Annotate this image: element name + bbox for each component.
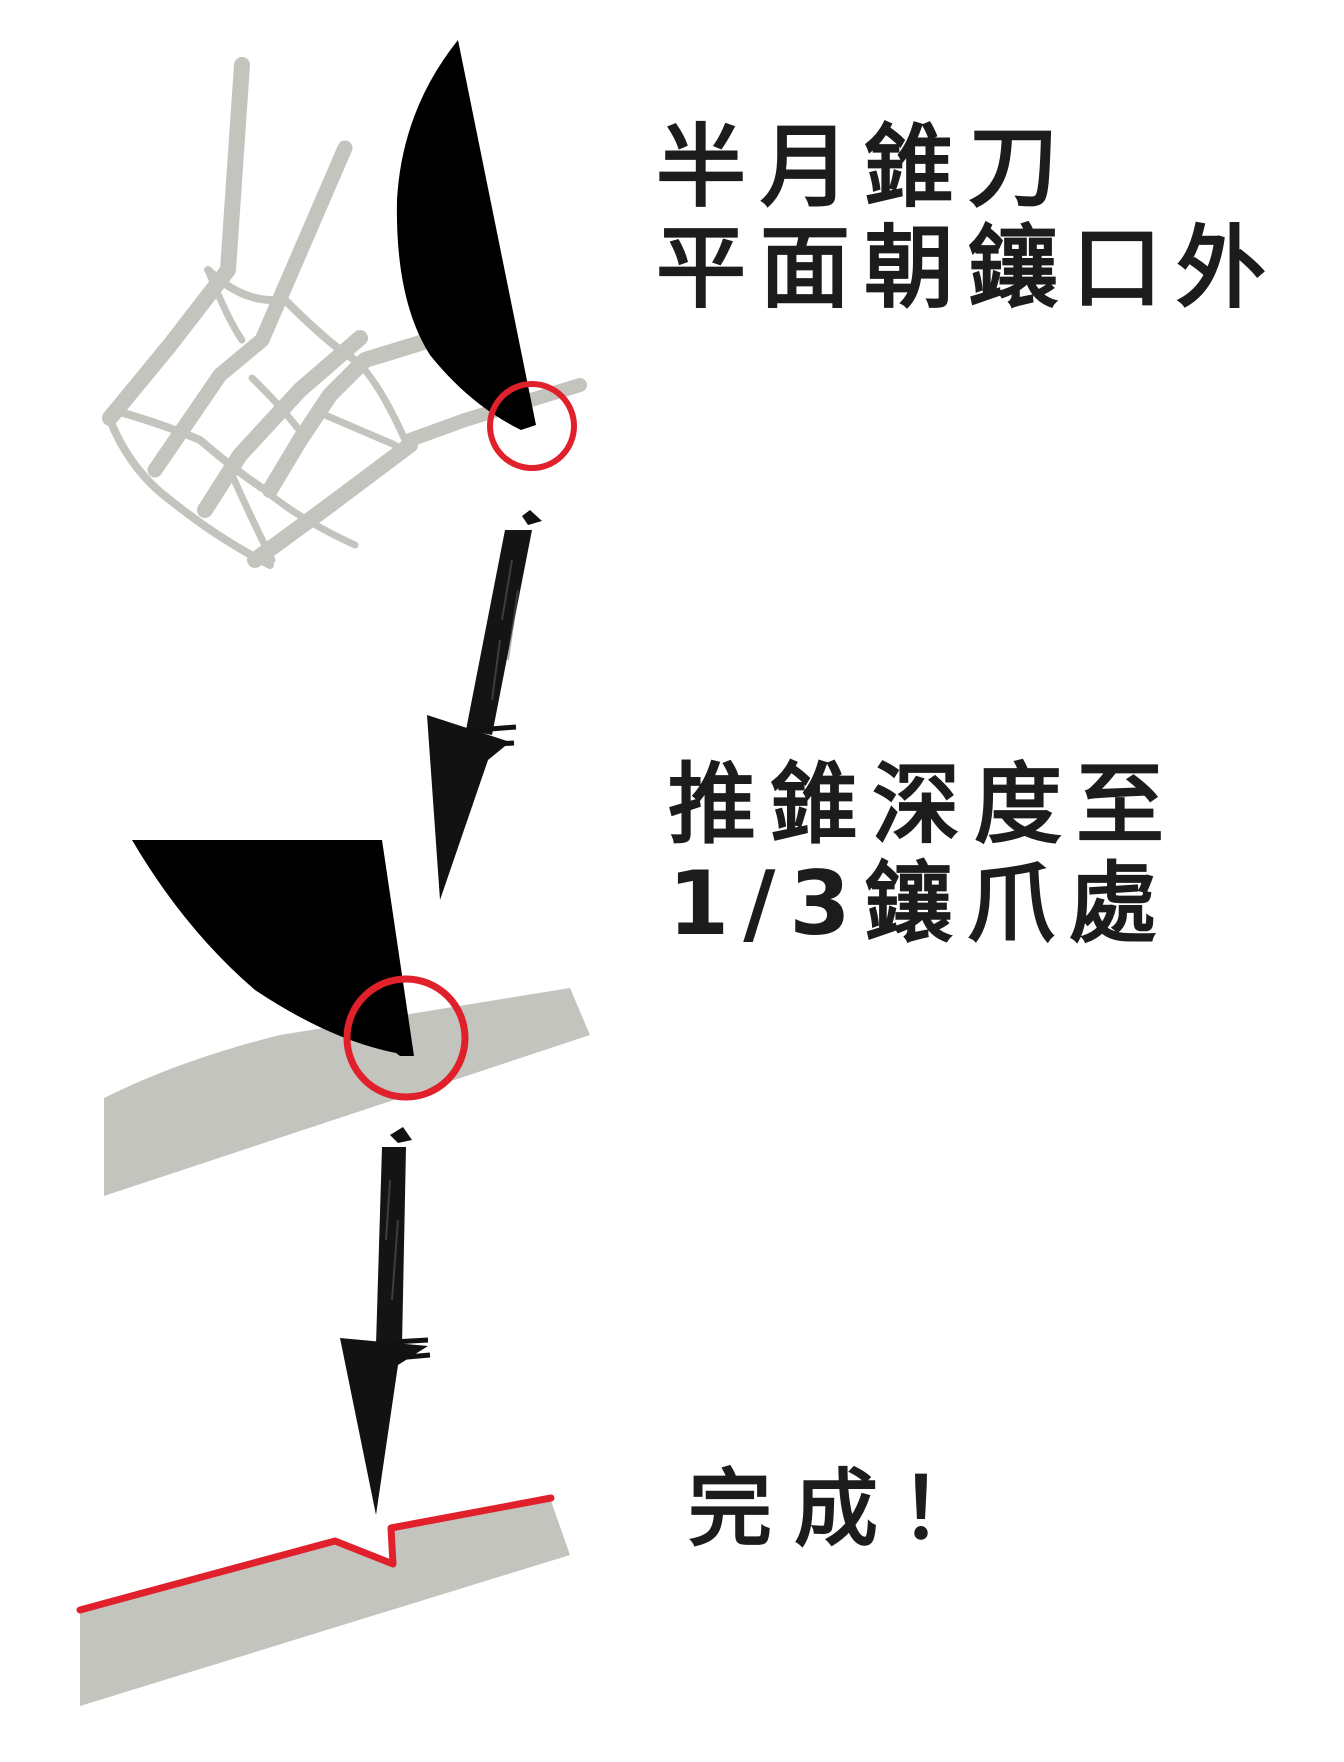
half-round-file-icon — [396, 40, 536, 430]
step1-caption-line-2: 平面朝鑲口外 — [656, 215, 1280, 321]
step2-caption: 推錐深度至 1/3鑲爪處 — [668, 753, 1179, 955]
step2-caption-line-2: 1/3鑲爪處 — [668, 851, 1171, 955]
step2-caption-line-1: 推錐深度至 — [668, 753, 1179, 856]
step1-caption: 半月錐刀 平面朝鑲口外 — [656, 115, 1280, 321]
prong-frame-icon — [102, 57, 587, 569]
step1-caption-line-1: 半月錐刀 — [656, 115, 1072, 220]
step3-caption-line-1: 完成！ — [688, 1460, 1007, 1558]
down-arrow-icon-1 — [427, 510, 542, 900]
highlight-circle-icon — [487, 381, 577, 471]
step3-caption: 完成！ — [688, 1462, 1006, 1556]
